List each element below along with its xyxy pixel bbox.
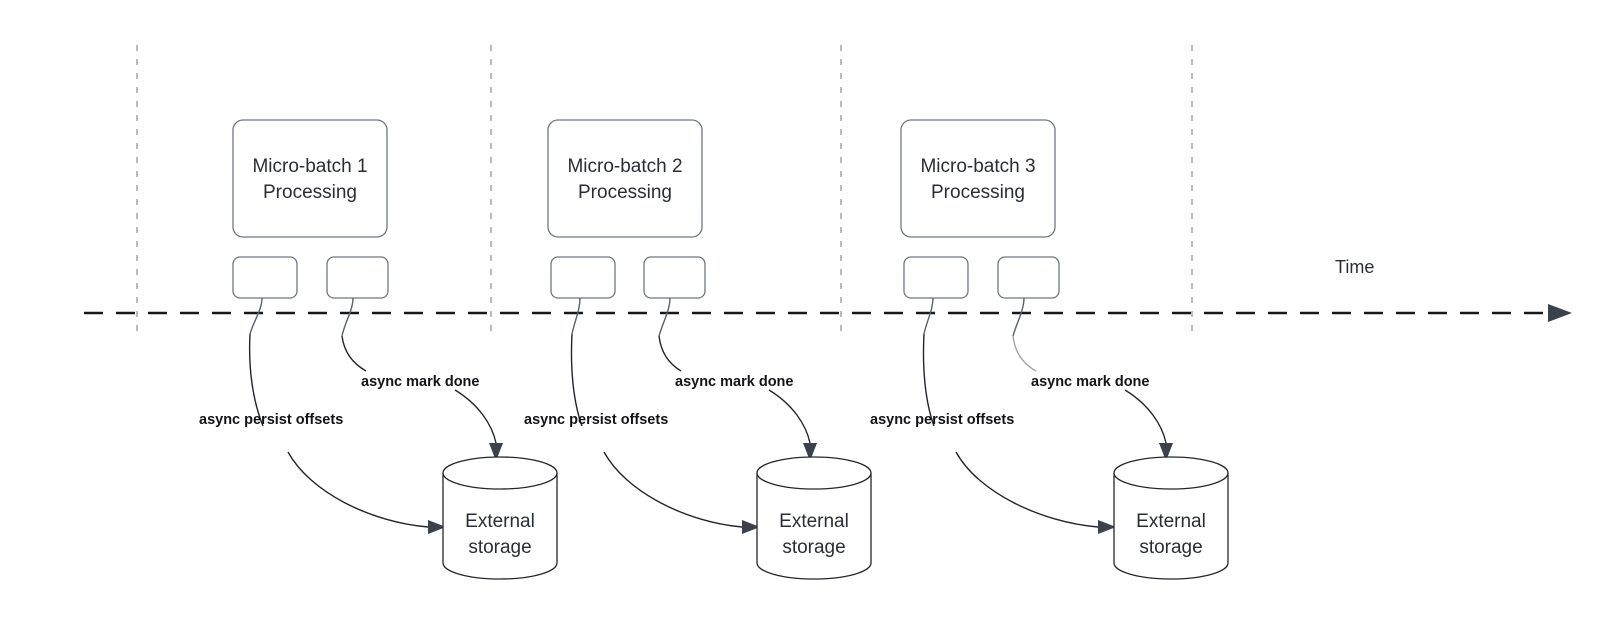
- micro-batch-processing-box-3[interactable]: [900, 119, 1056, 238]
- micro-batch-processing-label-3-line2: Processing: [931, 182, 1025, 203]
- task-stem-1a: [249, 297, 263, 335]
- task-box-2b[interactable]: [643, 256, 706, 299]
- micro-batch-processing-box-2[interactable]: [547, 119, 703, 238]
- storage-label-1-line2: storage: [468, 537, 531, 558]
- persist-offsets-curve-1-upper: [248, 333, 264, 427]
- mark-done-arrowhead-3: [1159, 443, 1173, 461]
- mark-done-curve-3-upper: [1012, 335, 1037, 372]
- persist-offsets-curve-2-lower: [603, 451, 743, 528]
- storage-label-1-line1: External: [465, 511, 535, 532]
- micro-batch-group-3: Micro-batch 3 Processing async persist o…: [870, 119, 1229, 580]
- micro-batch-processing-box-1[interactable]: [232, 119, 388, 238]
- persist-offsets-curve-3-upper: [922, 333, 935, 427]
- mark-done-curve-1-upper: [341, 335, 367, 372]
- micro-batch-processing-label-1-line1: Micro-batch 1: [252, 156, 367, 177]
- persist-offsets-label-3: async persist offsets: [870, 412, 1014, 428]
- task-stem-1b: [341, 297, 354, 337]
- persist-offsets-arrowhead-2: [742, 520, 760, 534]
- persist-offsets-curve-3-lower: [955, 451, 1099, 528]
- task-box-3b[interactable]: [997, 256, 1060, 299]
- storage-label-2-line1: External: [779, 511, 849, 532]
- mark-done-curve-2-lower: [768, 389, 811, 444]
- persist-offsets-curve-1-lower: [287, 451, 429, 528]
- mark-done-label-1: async mark done: [361, 374, 479, 390]
- persist-offsets-arrowhead-3: [1098, 520, 1116, 534]
- micro-batch-group-2: Micro-batch 2 Processing async persist o…: [524, 119, 872, 580]
- storage-label-2-line2: storage: [782, 537, 845, 558]
- task-stem-3b: [1012, 297, 1025, 337]
- micro-batch-processing-label-1-line2: Processing: [263, 182, 357, 203]
- storage-cylinder-top-1[interactable]: [442, 456, 558, 490]
- task-box-3a[interactable]: [903, 256, 969, 299]
- micro-batch-processing-label-3-line1: Micro-batch 3: [920, 156, 1035, 177]
- storage-label-3-line2: storage: [1139, 537, 1202, 558]
- storage-label-3-line1: External: [1136, 511, 1206, 532]
- mark-done-curve-1-lower: [454, 389, 497, 444]
- task-box-2a[interactable]: [550, 256, 616, 299]
- mark-done-curve-3-lower: [1124, 389, 1167, 444]
- mark-done-arrowhead-1: [489, 443, 503, 461]
- time-axis-label: Time: [1335, 257, 1374, 277]
- task-box-1a[interactable]: [232, 256, 298, 299]
- micro-batch-group-1: Micro-batch 1 Processing async persist o…: [199, 119, 558, 580]
- micro-batch-processing-label-2-line1: Micro-batch 2: [567, 156, 682, 177]
- arrow-right-icon: [1548, 304, 1572, 322]
- storage-cylinder-top-3[interactable]: [1113, 456, 1229, 490]
- task-stem-2a: [571, 297, 581, 335]
- storage-cylinder-body-3[interactable]: [1113, 473, 1229, 580]
- mark-done-label-2: async mark done: [675, 374, 793, 390]
- mark-done-arrowhead-2: [803, 443, 817, 461]
- storage-cylinder-body-2[interactable]: [756, 473, 872, 580]
- task-stem-3a: [923, 297, 934, 335]
- storage-cylinder-top-2[interactable]: [756, 456, 872, 490]
- micro-batch-processing-label-2-line2: Processing: [578, 182, 672, 203]
- task-stem-2b: [658, 297, 671, 337]
- persist-offsets-curve-2-upper: [570, 333, 583, 427]
- mark-done-label-3: async mark done: [1031, 374, 1149, 390]
- mark-done-curve-2-upper: [658, 335, 682, 372]
- persist-offsets-arrowhead-1: [428, 520, 446, 534]
- task-box-1b[interactable]: [326, 256, 389, 299]
- storage-cylinder-body-1[interactable]: [442, 473, 558, 580]
- persist-offsets-label-1: async persist offsets: [199, 412, 343, 428]
- persist-offsets-label-2: async persist offsets: [524, 412, 668, 428]
